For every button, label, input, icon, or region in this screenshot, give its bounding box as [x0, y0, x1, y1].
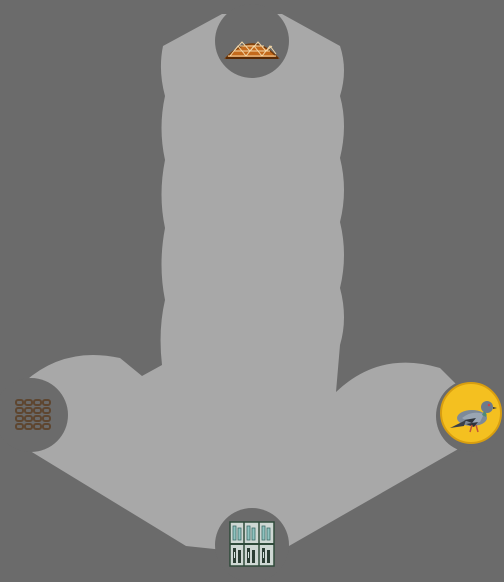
arrow-path-shape — [18, 14, 474, 550]
chain-links-grid-icon[interactable] — [15, 399, 51, 433]
woven-net-basket-icon[interactable] — [224, 36, 280, 62]
bottles-crate-icon[interactable] — [229, 521, 275, 567]
pigeon-token[interactable] — [440, 382, 502, 444]
slot-left[interactable] — [0, 378, 68, 452]
slot-top[interactable] — [215, 4, 289, 78]
pigeon-icon — [450, 401, 497, 433]
